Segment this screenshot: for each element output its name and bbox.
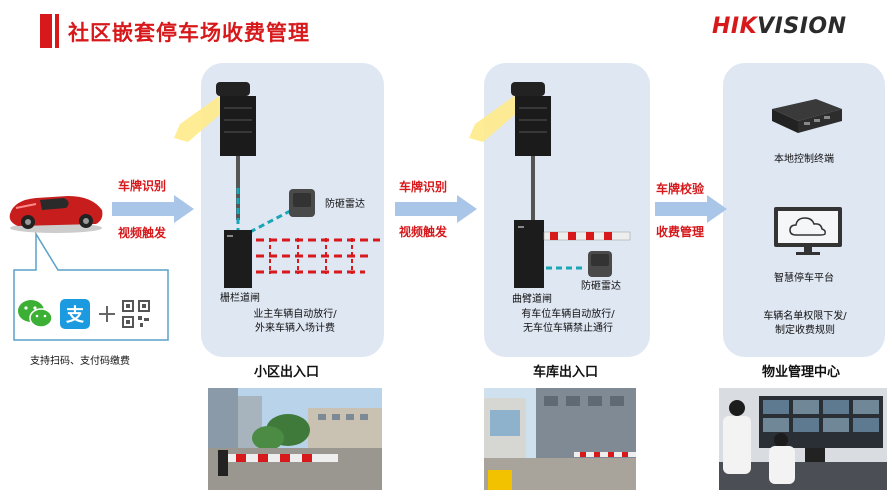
flow2-bottom-label: 视频触发 [399, 225, 448, 239]
management-center-title: 物业管理中心 [762, 365, 841, 380]
flow1-top-label: 车牌识别 [118, 179, 167, 193]
garage-entrance-photo [484, 388, 636, 490]
flow2-top-label: 车牌识别 [399, 180, 448, 194]
alipay-icon: 支 [60, 299, 90, 329]
qr-code-icon [122, 300, 150, 328]
garage-entrance-title: 车库出入口 [533, 365, 599, 380]
barrier-label-2: 曲臂道闸 [512, 294, 552, 305]
flow-arrow-2 [395, 195, 477, 223]
flow-arrow-1 [112, 195, 194, 223]
barrier-gate-1 [220, 188, 390, 298]
flow-arrow-3 [655, 195, 727, 223]
camera-pole-1 [160, 70, 270, 220]
radar-device-2 [587, 250, 613, 278]
community-entrance-title: 小区出入口 [254, 365, 320, 380]
panel1-description: 业主车辆自动放行/外来车辆入场计费 [253, 309, 337, 334]
title-accent-bar [40, 14, 52, 48]
cloud-platform-icon [772, 205, 844, 257]
page-title: 社区嵌套停车场收费管理 [68, 21, 310, 45]
barrier-label-1: 栅栏道闸 [220, 293, 260, 304]
payment-caption: 支持扫码、支付码缴费 [30, 356, 130, 367]
radar-device-1 [288, 188, 316, 218]
management-center-photo [719, 388, 887, 490]
control-terminal-icon [770, 95, 844, 135]
svg-text:支: 支 [65, 304, 85, 326]
panel3-description: 车辆名单权限下发/制定收费规则 [763, 311, 847, 336]
car-image [6, 186, 106, 234]
terminal-label: 本地控制终端 [774, 154, 834, 165]
camera-pole-2 [455, 70, 565, 220]
title-accent-bar-thin [55, 14, 59, 48]
flow1-bottom-label: 视频触发 [118, 226, 167, 240]
barrier-gate-2 [510, 214, 640, 294]
payment-bubble [8, 232, 172, 344]
radar-label-1: 防砸雷达 [325, 199, 365, 210]
plus-icon [97, 304, 117, 324]
platform-label: 智慧停车平台 [774, 273, 834, 284]
wechat-icon [16, 298, 54, 330]
flow3-bottom-label: 收费管理 [656, 225, 705, 239]
flow3-top-label: 车牌校验 [656, 182, 705, 196]
community-entrance-photo [208, 388, 382, 490]
brand-logo: HIKVISION [712, 14, 847, 39]
radar-label-2: 防砸雷达 [581, 281, 621, 292]
panel2-description: 有车位车辆自动放行/无车位车辆禁止通行 [521, 309, 615, 334]
